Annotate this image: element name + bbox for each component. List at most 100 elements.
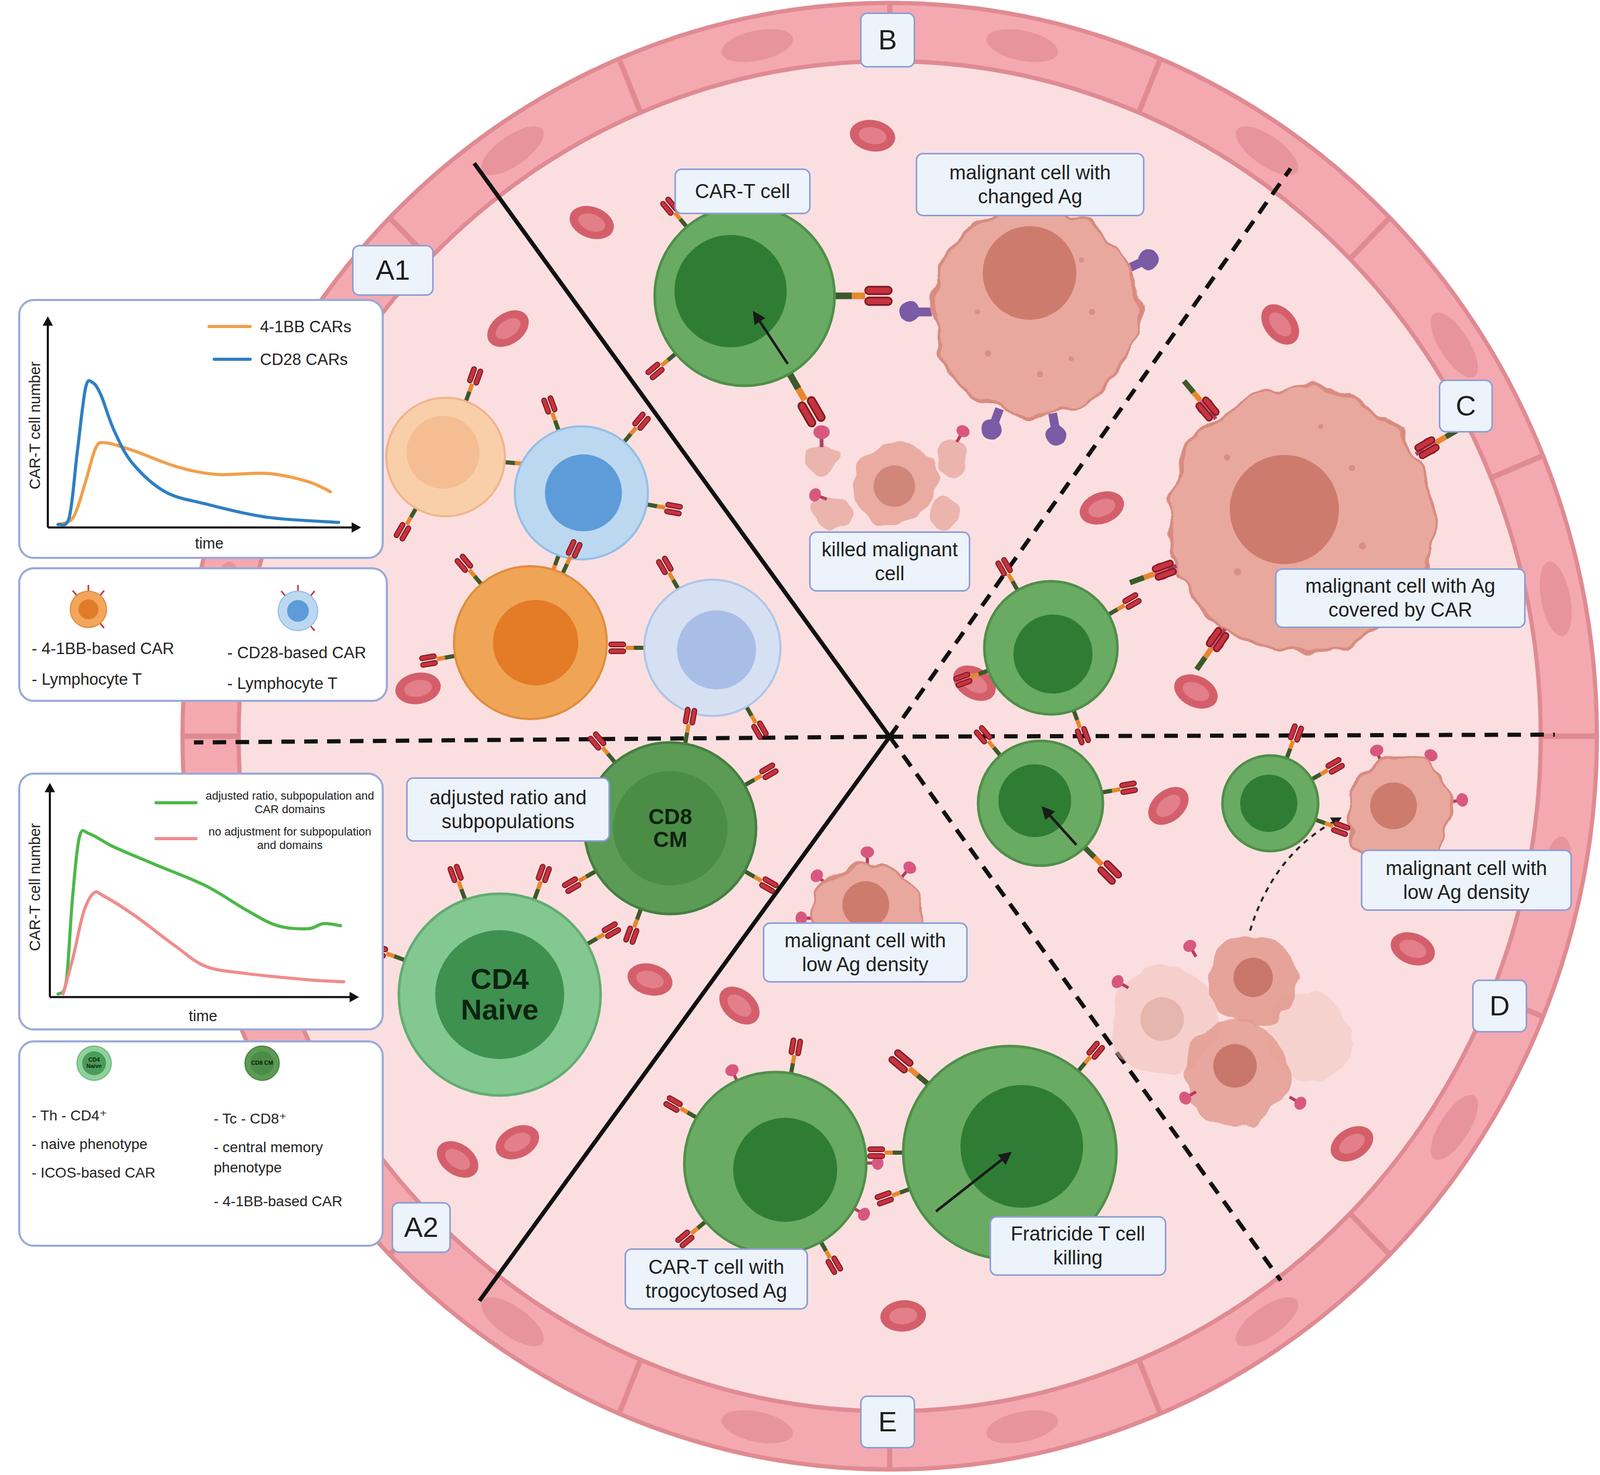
a1-car-t-cells [514,426,648,560]
a1-car-t-cells [644,498,683,517]
b-section-cells [813,425,830,448]
cell-text-holder: CD8 CM [243,1045,281,1082]
label-text: A1 [361,253,424,288]
b-section-cells [852,441,936,526]
chart-curve [58,830,342,994]
callout-label: CAR-T cell [674,168,811,215]
cell-text-holder: CD4 Naive [75,1045,113,1082]
red-blood-cells [564,200,619,245]
d-section-cells [1280,723,1305,762]
a2-receptors [447,863,471,902]
red-blood-cells [1385,926,1440,972]
legend-sample [214,356,251,363]
label-text: E [869,1405,906,1440]
cell-nucleus [82,1051,107,1076]
legend-panel: - 4-1BB-based CAR- Lymphocyte T- CD28-ba… [18,567,388,702]
a1-car-t-cells [541,395,565,434]
red-blood-cells [1168,667,1224,716]
axis-arrowhead [349,992,359,1003]
c-section-cells [1348,464,1356,472]
vessel-wall [1138,1359,1161,1414]
e-section-cells [860,846,875,865]
a2-receptors [528,863,553,902]
chart-panel: CAR-T cell numbertime [18,772,384,1031]
panel-text: time [188,1005,218,1027]
red-blood-cells [392,116,1440,1334]
cell-text-holder: CD4 Naive [397,892,602,1097]
a1-car-t-cells [460,366,484,405]
a2-receptors [561,866,600,895]
c-section-cells [1358,542,1367,550]
callout-label: malignant cell with changed Ag [915,152,1145,217]
vessel-wall [182,3,1597,1471]
b-section-cells [814,494,850,530]
label-text: CAR-T cell [684,179,801,204]
b-section-cells [644,196,1163,530]
cell-nucleus [613,771,728,886]
b-section-cells [899,301,932,322]
b-section-cells [1042,411,1069,448]
vessel-wall [474,116,552,185]
label-text: A2 [401,1210,441,1245]
a1-car-t-cells [544,454,622,532]
vessel-wall [182,3,1597,1471]
y-axis [48,786,51,998]
callout-label: malignant cell with low Ag density [1360,849,1572,912]
a1-car-t-cells [608,642,646,654]
a1-car-t-cells [556,538,583,577]
a2-receptors [741,762,779,791]
b-section-cells [1078,257,1085,263]
d-section-cells [1240,774,1298,832]
a1-car-t-cells [644,579,781,717]
cell-membrane [584,742,757,915]
red-blood-cells [1074,485,1129,531]
legend-line-sample [209,324,251,329]
chart-curve [58,380,340,526]
red-blood-cells [392,669,444,708]
d-section-cells [1185,1021,1290,1126]
c-section-cells [1178,376,1220,423]
c-section-cells [1224,454,1231,461]
b-section-cells [807,486,830,506]
d-section-cells [1312,813,1351,838]
b-section-cells [674,235,787,348]
red-blood-cells [1253,296,1308,353]
a2-receptors [741,866,779,895]
legend-line-sample [155,837,197,841]
red-blood-cells [430,1133,486,1186]
cell-label: CD8 CM [631,805,710,852]
cell-label: CD4 Naive [82,1057,106,1070]
t-cell: CD4 Naive [397,892,602,1097]
d-section-cells [978,740,1103,866]
b-section-cells [1068,356,1074,362]
section-dividers [193,736,890,743]
legend-panel: - Th - CD4⁺- naive phenotype- ICOS-based… [18,1040,384,1247]
b-section-cells [984,350,992,357]
d-section-cells [1180,937,1202,960]
red-blood-cells [847,116,898,155]
b-section-cells [974,257,1096,378]
b-section-cells [781,368,826,428]
mini-receptor [72,590,77,596]
axis-arrowhead [42,316,54,326]
label-text: killed malignant cell [818,537,961,587]
e-section-cells [684,1072,867,1255]
label-text: Fratricide T cell killing [999,1221,1157,1271]
mini-t-cell: CD8 CM [243,1045,281,1082]
panel-text: time [194,532,224,555]
mini-receptor [99,590,104,596]
mini-receptor [310,591,315,596]
mini-receptor [281,591,286,596]
b-section-cells [951,422,972,446]
d-section-cells [1109,972,1132,994]
cell-membrane [398,893,601,1096]
vessel-wall [718,1405,796,1450]
e-section-cells [874,1183,913,1207]
vessel-wall [1534,558,1578,640]
e-section-cells [662,846,1117,1276]
legend-text: adjusted ratio, subpopulation and CAR do… [200,789,380,817]
red-blood-cells [711,979,767,1033]
callout-label: adjusted ratio and subpopulations [406,777,610,842]
section-letter: A1 [352,244,434,296]
